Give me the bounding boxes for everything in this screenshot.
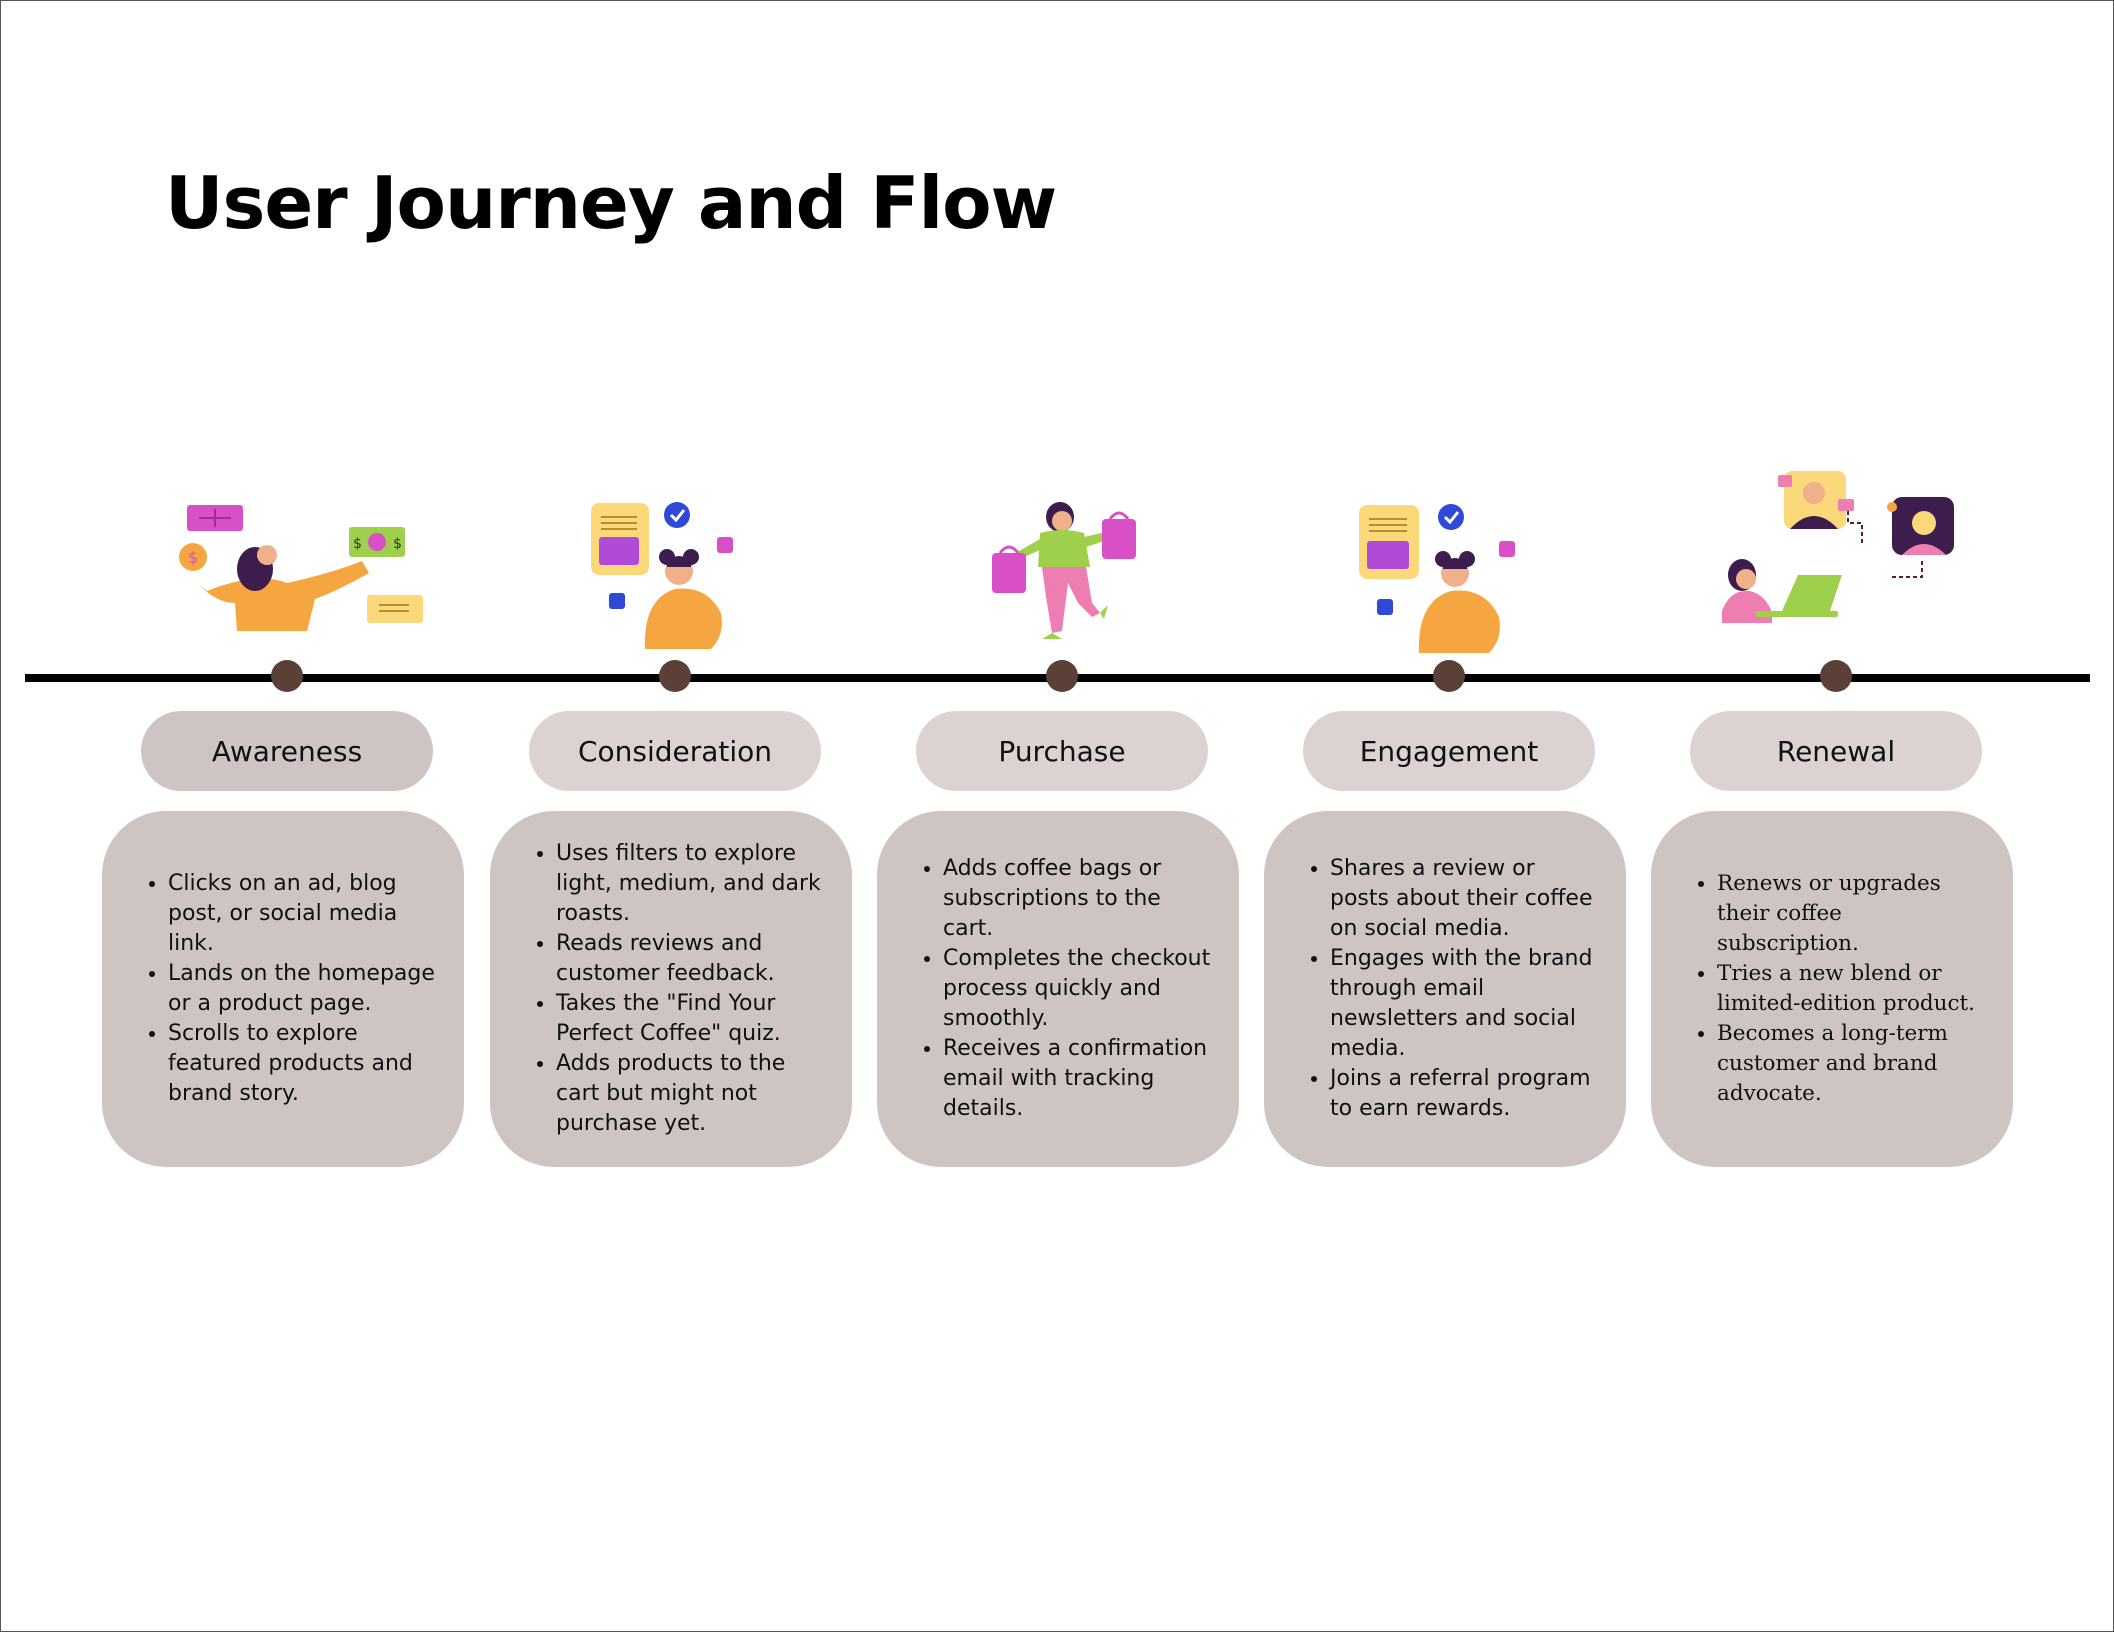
svg-text:$: $	[393, 536, 402, 552]
stage-card: Renews or upgrades their coffee subscrip…	[1651, 811, 2013, 1167]
stage-label-engagement: Engagement	[1303, 711, 1595, 791]
stage-purchase: Purchase Adds coffee bags or subscriptio…	[877, 1, 1247, 1631]
timeline-dot	[1046, 660, 1078, 692]
list-item: Clicks on an ad, blog post, or social me…	[168, 869, 436, 959]
timeline-dot	[1820, 660, 1852, 692]
list-item: Lands on the homepage or a product page.	[168, 959, 436, 1019]
stage-label-purchase: Purchase	[916, 711, 1208, 791]
timeline-dot	[1433, 660, 1465, 692]
stage-items: Clicks on an ad, blog post, or social me…	[102, 869, 464, 1109]
person-shopping-bags-icon	[912, 463, 1212, 653]
stage-items: Uses filters to explore light, medium, a…	[490, 839, 852, 1139]
stage-card: Clicks on an ad, blog post, or social me…	[102, 811, 464, 1167]
timeline-dot	[659, 660, 691, 692]
list-item: Uses filters to explore light, medium, a…	[556, 839, 824, 929]
stage-label-awareness: Awareness	[141, 711, 433, 791]
stage-items: Shares a review or posts about their cof…	[1264, 854, 1626, 1124]
timeline-dot	[271, 660, 303, 692]
list-item: Adds products to the cart but might not …	[556, 1049, 824, 1139]
stage-engagement: Engagement Shares a review or posts abou…	[1264, 1, 1634, 1631]
list-item: Renews or upgrades their coffee subscrip…	[1717, 869, 1985, 959]
list-item: Tries a new blend or limited-edition pro…	[1717, 959, 1985, 1019]
list-item: Joins a referral program to earn rewards…	[1330, 1064, 1598, 1124]
person-with-money-icon: $ $ $	[137, 463, 437, 653]
person-thinking-icon	[1299, 463, 1599, 653]
list-item: Receives a confirmation email with track…	[943, 1034, 1211, 1124]
stage-items: Adds coffee bags or subscriptions to the…	[877, 854, 1239, 1124]
person-laptop-network-icon	[1686, 463, 1986, 653]
list-item: Engages with the brand through email new…	[1330, 944, 1598, 1064]
stage-label-consideration: Consideration	[529, 711, 821, 791]
svg-text:$: $	[188, 548, 198, 567]
list-item: Becomes a long-term customer and brand a…	[1717, 1019, 1985, 1109]
stage-items: Renews or upgrades their coffee subscrip…	[1651, 869, 2013, 1109]
stage-renewal: Renewal Renews or upgrades their coffee …	[1651, 1, 2021, 1631]
stage-consideration: Consideration Uses filters to explore li…	[490, 1, 860, 1631]
list-item: Completes the checkout process quickly a…	[943, 944, 1211, 1034]
list-item: Adds coffee bags or subscriptions to the…	[943, 854, 1211, 944]
person-thinking-icon	[525, 463, 825, 653]
list-item: Shares a review or posts about their cof…	[1330, 854, 1598, 944]
list-item: Scrolls to explore featured products and…	[168, 1019, 436, 1109]
stage-label-renewal: Renewal	[1690, 711, 1982, 791]
page-title: User Journey and Flow	[165, 161, 1057, 245]
stage-awareness: $ $ $ Awareness Clicks on an ad, blog po…	[102, 1, 472, 1631]
stage-card: Uses filters to explore light, medium, a…	[490, 811, 852, 1167]
stage-card: Adds coffee bags or subscriptions to the…	[877, 811, 1239, 1167]
stage-card: Shares a review or posts about their cof…	[1264, 811, 1626, 1167]
svg-text:$: $	[353, 536, 362, 552]
list-item: Reads reviews and customer feedback.	[556, 929, 824, 989]
list-item: Takes the "Find Your Perfect Coffee" qui…	[556, 989, 824, 1049]
